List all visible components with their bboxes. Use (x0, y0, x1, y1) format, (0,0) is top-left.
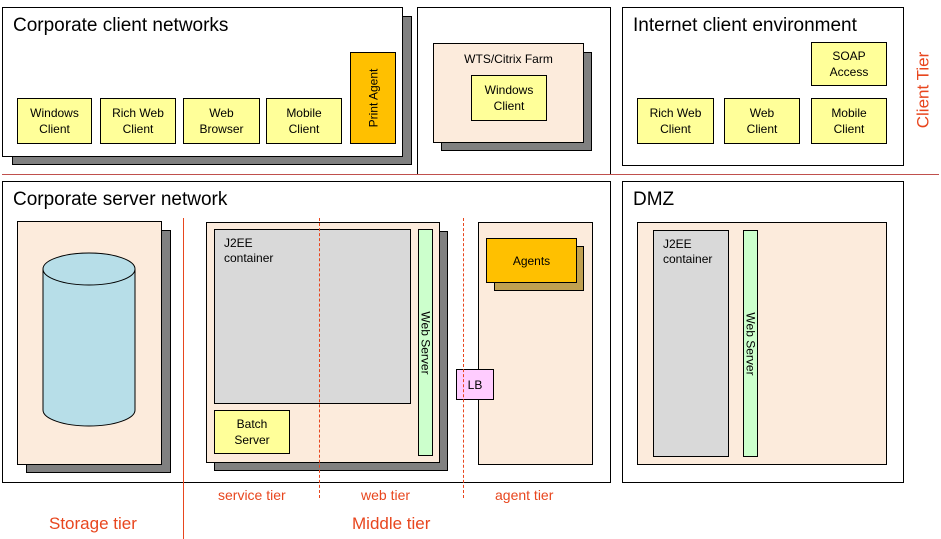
windows-client-box: Windows Client (17, 98, 92, 144)
load-balancer-box: LB (456, 369, 494, 400)
soap-access-box: SOAP Access (811, 42, 887, 86)
web-browser-box: Web Browser (183, 98, 260, 144)
batch-server-box: Batch Server (214, 410, 290, 454)
j2ee-container-box: J2EE container (214, 229, 411, 404)
dmz-web-server-box: Web Server (743, 230, 758, 457)
service-tier-label: service tier (218, 487, 286, 503)
web-tier-label: web tier (361, 487, 411, 503)
wts-title: WTS/Citrix Farm (464, 52, 553, 66)
j2ee-container-label: J2EE container (224, 236, 274, 265)
storage-middle-divider (183, 218, 184, 539)
agents-box: Agents (486, 238, 577, 283)
dmz-web-server-label: Web Server (743, 311, 758, 376)
storage-tier-label: Storage tier (49, 514, 137, 533)
web-agent-divider (463, 218, 464, 498)
dmz-j2ee-container-label: J2EE container (663, 237, 713, 266)
middle-tier-label: Middle tier (352, 514, 431, 533)
corporate-server-title: Corporate server network (13, 189, 228, 210)
print-agent-box: Print Agent (350, 52, 396, 144)
internet-mobile-client-box: Mobile Client (811, 98, 887, 144)
database-cylinder-icon (42, 252, 136, 427)
internet-client-title: Internet client environment (633, 15, 857, 36)
print-agent-label: Print Agent (366, 68, 380, 128)
dmz-j2ee-container-box: J2EE container (653, 230, 729, 457)
web-server-box: Web Server (418, 229, 433, 456)
client-tier-label: Client Tier (913, 51, 932, 129)
agent-tier-label: agent tier (495, 487, 554, 503)
client-tier-label-wrap: Client Tier (908, 40, 938, 140)
client-tier-separator (2, 174, 939, 175)
wts-windows-client-box: Windows Client (471, 75, 547, 121)
internet-rich-web-client-box: Rich Web Client (637, 98, 714, 144)
mobile-client-box: Mobile Client (266, 98, 342, 144)
dmz-title: DMZ (633, 189, 675, 210)
corporate-client-title: Corporate client networks (13, 15, 229, 36)
rich-web-client-box: Rich Web Client (100, 98, 176, 144)
service-web-divider (319, 218, 320, 498)
web-server-label: Web Server (418, 310, 433, 375)
internet-web-client-box: Web Client (724, 98, 800, 144)
